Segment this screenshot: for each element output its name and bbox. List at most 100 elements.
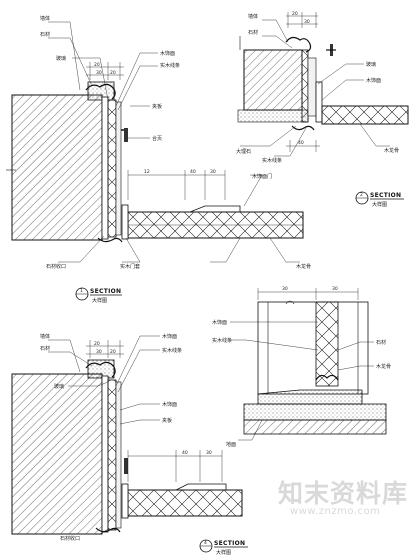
- label-2-stone: 石材: [248, 29, 258, 36]
- label-4-glass: 玻璃: [54, 383, 64, 390]
- label-2-bottom-mid: 实木线条: [262, 157, 282, 164]
- leaders-1: [48, 21, 300, 263]
- label-2-wall: 墙体: [248, 13, 258, 20]
- frame-4-panel: [107, 379, 117, 531]
- label-4-l1: 木饰面: [162, 333, 177, 340]
- dim-2b: 30: [304, 19, 310, 25]
- jamb-2: [315, 81, 323, 123]
- frame-2: [301, 49, 309, 123]
- section-4-sub: 大样图: [216, 549, 231, 556]
- leaders-3: [230, 321, 374, 441]
- stone-edge: [85, 83, 116, 100]
- stone-4-edge: [85, 361, 116, 378]
- section-3-drawing: 30 30 木饰面 实木线条 石材 木龙骨 地面: [212, 286, 391, 448]
- stone-cap: [87, 81, 115, 101]
- glass-strip: [115, 101, 122, 236]
- glass-4: [115, 381, 122, 529]
- section-4-title: SECTION: [214, 540, 245, 547]
- label-2-glass: 玻璃: [366, 61, 376, 68]
- label-4-l2: 实木线条: [162, 347, 182, 354]
- hinge-icon: [124, 128, 128, 142]
- section-1-sub: 大样图: [92, 297, 107, 304]
- label-3-l2: 实木线条: [212, 337, 232, 344]
- label-2-frame: 木饰面: [366, 77, 381, 84]
- leaf-4: [127, 489, 243, 517]
- dims-2: [286, 12, 320, 152]
- wall-hatched: [11, 94, 103, 241]
- dim-1b: 30: [96, 70, 102, 76]
- section-1-drawing: 20 30 20 12 40 30 墙体 石材: [6, 15, 311, 304]
- label-2-bottom-left: 大理石: [236, 148, 251, 155]
- trim-4: [175, 483, 227, 491]
- base-3: [243, 419, 387, 435]
- label-4-l4: 夹板: [162, 417, 172, 424]
- door-trim: [189, 205, 241, 213]
- dim-1a: 20: [94, 62, 100, 68]
- wall-2: [243, 49, 303, 111]
- leaders-2: [240, 19, 390, 157]
- stone-bottom: [97, 237, 123, 243]
- dims-top: [86, 62, 124, 80]
- section-2-drawing: 20 30 40 墙体 石材 玻璃 木饰面 大理石 实木线条 木龙骨 2 SEC…: [236, 11, 409, 208]
- dim-4b: 30: [96, 349, 102, 355]
- label-3-l1: 木饰面: [212, 319, 227, 326]
- stone-2-bottom: [291, 125, 315, 131]
- label-1-stone: 石材: [40, 31, 50, 38]
- dim-2a: 20: [292, 11, 298, 17]
- label-3-l4: 木龙骨: [376, 363, 391, 370]
- label-1-hinge: 合页: [152, 135, 162, 142]
- floor-3: [243, 403, 387, 421]
- label-1-wall: 墙体: [40, 15, 50, 22]
- stone-2: [237, 109, 309, 123]
- label-1-left-bottom: 石材收口: [46, 263, 66, 270]
- leaders-4: [48, 335, 160, 535]
- label-1-right-bottom: 木龙骨: [296, 263, 311, 270]
- label-4-wall: 墙体: [40, 333, 50, 340]
- section-2-title: SECTION: [370, 192, 401, 199]
- dim-3b: 30: [332, 286, 338, 292]
- dim-1d: 12: [144, 169, 150, 175]
- frame-4-outer: [101, 375, 109, 533]
- dim-4d: 40: [182, 450, 188, 456]
- post-3: [315, 301, 339, 387]
- ramp-3: [257, 389, 363, 405]
- label-1-mid-bottom: 实木门套: [120, 263, 140, 270]
- dim-1e: 40: [190, 169, 196, 175]
- section-1-num: 1: [80, 288, 83, 294]
- dims-3: [257, 288, 359, 300]
- jamb-4: [121, 483, 129, 519]
- watermark-url: www.znzmo.com: [290, 506, 381, 517]
- section-1-title: SECTION: [90, 288, 121, 295]
- stone-4: [87, 359, 115, 379]
- label-4-l3: 木饰面: [162, 401, 177, 408]
- dim-4a: 20: [94, 341, 100, 347]
- label-4-stone: 石材: [40, 345, 50, 352]
- dim-3a: 30: [282, 286, 288, 292]
- stone-2-edge: [285, 36, 312, 53]
- frame-panel: [107, 99, 117, 238]
- dim-4c: 20: [110, 349, 116, 355]
- label-1-frame-mid: 实木线条: [160, 62, 180, 69]
- label-1-door: 木饰面门: [252, 173, 272, 180]
- label-4-bottom: 石材收口: [60, 535, 80, 542]
- dim-1f: 30: [210, 169, 216, 175]
- dim-2c: 40: [298, 140, 304, 146]
- opening-3: [257, 301, 369, 395]
- stone-4-bottom: [95, 527, 121, 533]
- door-jamb: [121, 204, 129, 240]
- label-1-frame-top: 木饰面: [160, 50, 175, 57]
- section-2-sub: 大样图: [372, 201, 387, 208]
- post-3-cap: [315, 374, 339, 381]
- watermark-logo: 知末资料库: [278, 479, 409, 508]
- dim-1c: 20: [110, 70, 116, 76]
- leaf-2: [321, 105, 409, 125]
- label-3-l3: 石材: [376, 339, 386, 346]
- dims-4: [86, 340, 223, 482]
- wall-4: [11, 373, 103, 535]
- label-1-glass: 玻璃: [56, 55, 66, 62]
- label-1-frame-bot: 夹板: [152, 103, 162, 110]
- dim-4e: 30: [206, 450, 212, 456]
- label-3-floor: 地面: [226, 441, 236, 448]
- label-2-right-bottom: 木龙骨: [384, 147, 399, 154]
